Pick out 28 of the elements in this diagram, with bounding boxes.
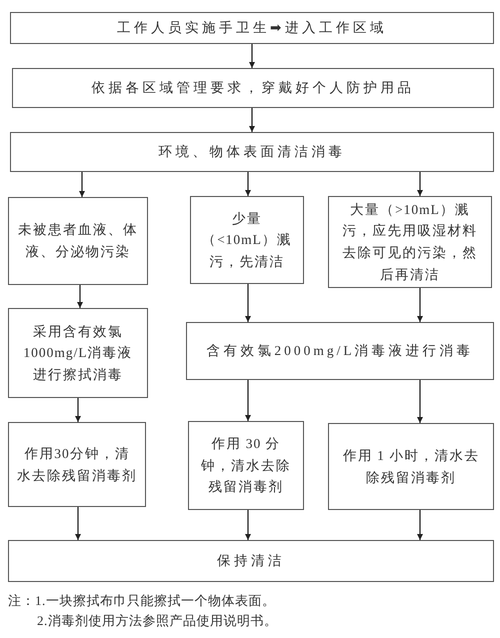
process-box: 含有效氯2000mg/L消毒液进行消毒 <box>186 322 494 380</box>
process-box: 作用 1 小时，清水去除残留消毒剂 <box>328 423 494 510</box>
arrow <box>417 510 423 540</box>
note-text: 2.消毒剂使用方法参照产品使用说明书。 <box>37 612 278 630</box>
note-text: 注：1.一块擦拭布巾只能擦拭一个物体表面。 <box>8 592 276 610</box>
arrow <box>245 284 251 322</box>
arrow <box>79 172 85 197</box>
arrow <box>245 380 251 421</box>
process-box: 环境、物体表面清洁消毒 <box>10 132 494 172</box>
arrow <box>77 285 83 308</box>
arrow <box>417 288 423 322</box>
arrow <box>75 507 81 540</box>
arrow <box>245 510 251 540</box>
arrow <box>245 172 251 196</box>
process-box: 工作人员实施手卫生➡进入工作区域 <box>10 12 494 44</box>
process-box: 大量（>10mL）溅污，应先用吸湿材料去除可见的污染，然后再清洁 <box>328 196 492 288</box>
process-box: 少量（<10mL）溅污，先清洁 <box>190 196 304 284</box>
process-box: 未被患者血液、体液、分泌物污染 <box>8 197 148 285</box>
arrow <box>75 398 81 422</box>
process-box: 作用30分钟，清水去除残留消毒剂 <box>8 422 146 507</box>
process-box: 作用 30 分钟，清水去除残留消毒剂 <box>188 421 304 510</box>
arrow <box>417 380 423 423</box>
arrow <box>249 108 255 132</box>
arrow <box>417 172 423 196</box>
arrow <box>249 44 255 68</box>
process-box: 采用含有效氯1000mg/L消毒液进行擦拭消毒 <box>8 308 148 398</box>
process-box: 依据各区域管理要求，穿戴好个人防护用品 <box>12 68 494 108</box>
process-box: 保持清洁 <box>8 540 494 582</box>
